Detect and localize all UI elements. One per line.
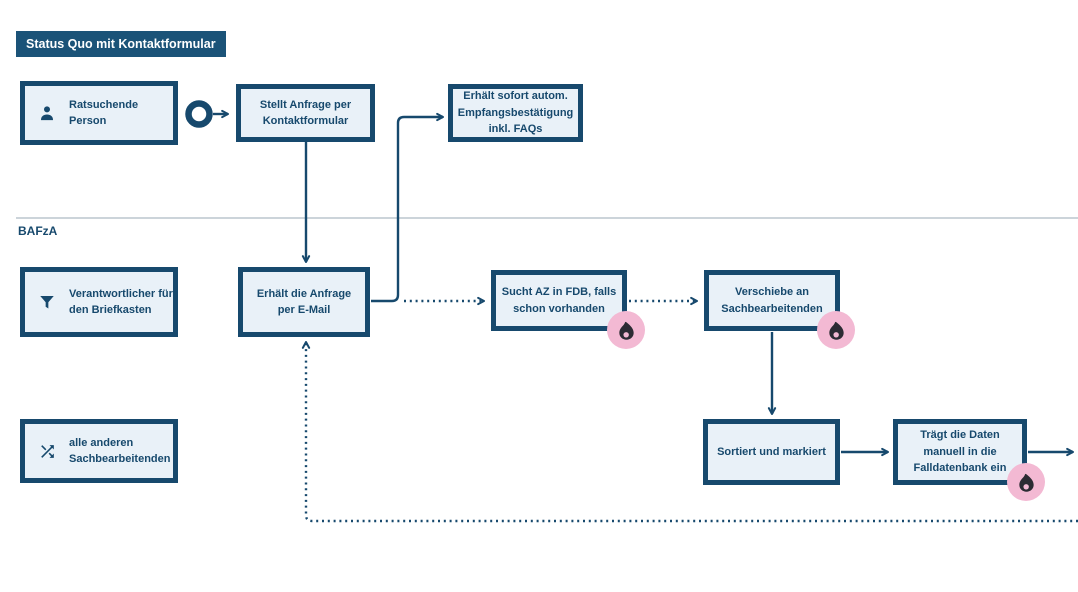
fire-icon — [618, 321, 634, 340]
pain-point-badge — [607, 311, 645, 349]
actor-ratsuchende-person: Ratsuchende Person — [20, 81, 178, 145]
step-traegt-daten: Trägt die Daten manuell in die Falldaten… — [893, 419, 1027, 485]
step-label: Erhält sofort autom. Empfangsbestätigung… — [457, 90, 574, 136]
lane-divider — [16, 217, 1078, 219]
fire-icon — [1018, 473, 1034, 492]
filter-icon — [37, 293, 57, 311]
step-erhaelt-anfrage: Erhält die Anfrage per E-Mail — [238, 267, 370, 337]
step-label: Trägt die Daten manuell in die Falldaten… — [913, 429, 1007, 475]
start-circle-icon — [185, 100, 213, 128]
step-label: Erhält die Anfrage per E-Mail — [256, 287, 352, 317]
step-sortiert: Sortiert und markiert — [703, 419, 840, 485]
step-verschiebe: Verschiebe an Sachbearbeitenden — [704, 270, 840, 331]
shuffle-icon — [37, 442, 57, 461]
step-label: Sucht AZ in FDB, falls schon vorhanden — [501, 286, 617, 315]
diagram-title-badge: Status Quo mit Kontaktformular — [16, 31, 226, 57]
actor-briefkasten-verantwortlicher: Verantwortlicher für den Briefkasten — [20, 267, 178, 337]
step-stellt-anfrage: Stellt Anfrage per Kontaktformular — [236, 84, 375, 142]
step-label: Sortiert und markiert — [717, 445, 826, 458]
step-empfangsbestaetigung: Erhält sofort autom. Empfangsbestätigung… — [448, 84, 583, 142]
connector-feedback-to-erhaelt-anfrage — [301, 341, 1078, 523]
actor-label: Verantwortlicher für den Briefkasten — [69, 287, 173, 317]
person-icon — [37, 104, 57, 122]
pain-point-badge — [1007, 463, 1045, 501]
actor-label: alle anderen Sachbearbeitenden — [69, 436, 171, 466]
step-sucht-az: Sucht AZ in FDB, falls schon vorhanden — [491, 270, 627, 331]
step-label: Verschiebe an Sachbearbeitenden — [721, 286, 823, 315]
lane-label-bafza: BAFzA — [18, 224, 58, 238]
actor-andere-sachbearbeitende: alle anderen Sachbearbeitenden — [20, 419, 178, 483]
step-label: Stellt Anfrage per Kontaktformular — [259, 98, 352, 128]
pain-point-badge — [817, 311, 855, 349]
connector-erhaelt-anfrage-to-empfangsbestaetigung — [371, 112, 444, 303]
fire-icon — [828, 321, 844, 340]
actor-label: Ratsuchende Person — [69, 98, 139, 128]
